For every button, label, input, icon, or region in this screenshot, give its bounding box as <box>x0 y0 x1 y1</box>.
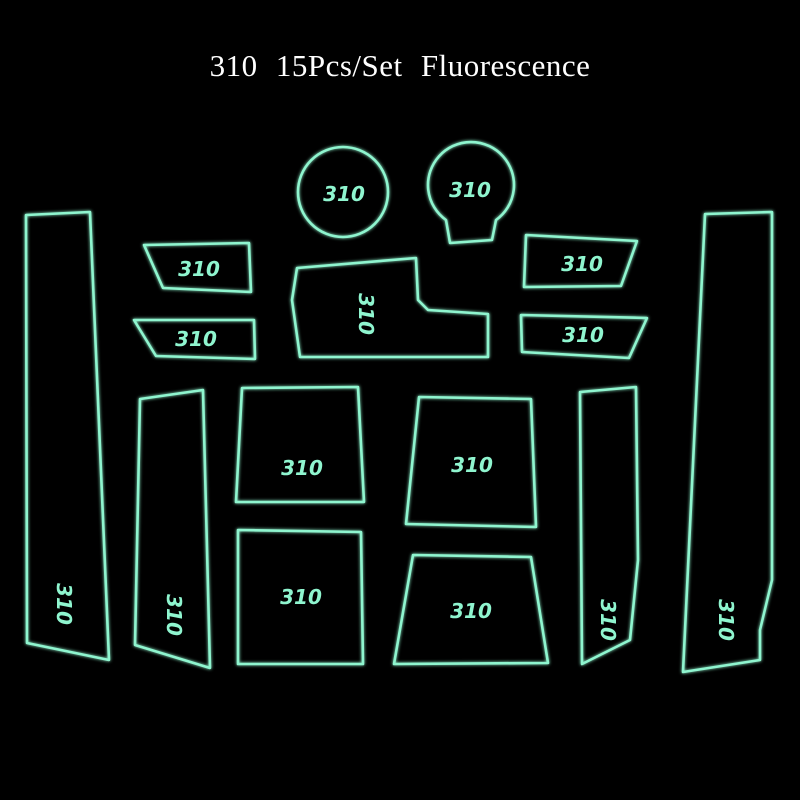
label-notched-cup-holder: 310 <box>449 178 491 202</box>
label-left-rear-door: 310 <box>162 594 186 636</box>
label-round-cup-holder: 310 <box>323 182 365 206</box>
product-title: 310 15Pcs/Set Fluorescence <box>209 48 591 83</box>
mat-right-rear-door <box>578 385 640 666</box>
mat-left-rear-door <box>133 388 212 670</box>
label-right-lower-tray: 310 <box>562 323 604 347</box>
mat-right-upper-tray <box>522 233 639 289</box>
mat-left-door-pocket <box>24 210 111 662</box>
label-left-lower-tray: 310 <box>175 327 217 351</box>
mat-left-center-lower <box>236 528 365 666</box>
label-right-center-lower: 310 <box>450 599 492 623</box>
label-right-rear-door: 310 <box>596 599 620 641</box>
mat-round-cup-holder <box>296 145 390 239</box>
mat-left-lower-tray <box>132 318 257 361</box>
label-right-door-pocket: 310 <box>714 599 738 641</box>
label-center-console: 310 <box>354 293 378 335</box>
label-left-center-upper: 310 <box>281 456 323 480</box>
label-right-center-upper: 310 <box>451 453 493 477</box>
mat-right-door-pocket <box>681 210 774 674</box>
label-left-upper-tray: 310 <box>178 257 220 281</box>
mat-center-console <box>290 256 490 359</box>
mat-right-center-lower <box>392 553 550 666</box>
mat-notched-cup-holder <box>426 140 516 245</box>
mat-left-upper-tray <box>142 241 253 294</box>
mat-right-lower-tray <box>519 313 649 360</box>
label-right-upper-tray: 310 <box>561 252 603 276</box>
mat-right-center-upper <box>404 395 538 529</box>
mat-left-center-upper <box>234 385 366 504</box>
label-left-door-pocket: 310 <box>52 583 76 625</box>
label-left-center-lower: 310 <box>280 585 322 609</box>
